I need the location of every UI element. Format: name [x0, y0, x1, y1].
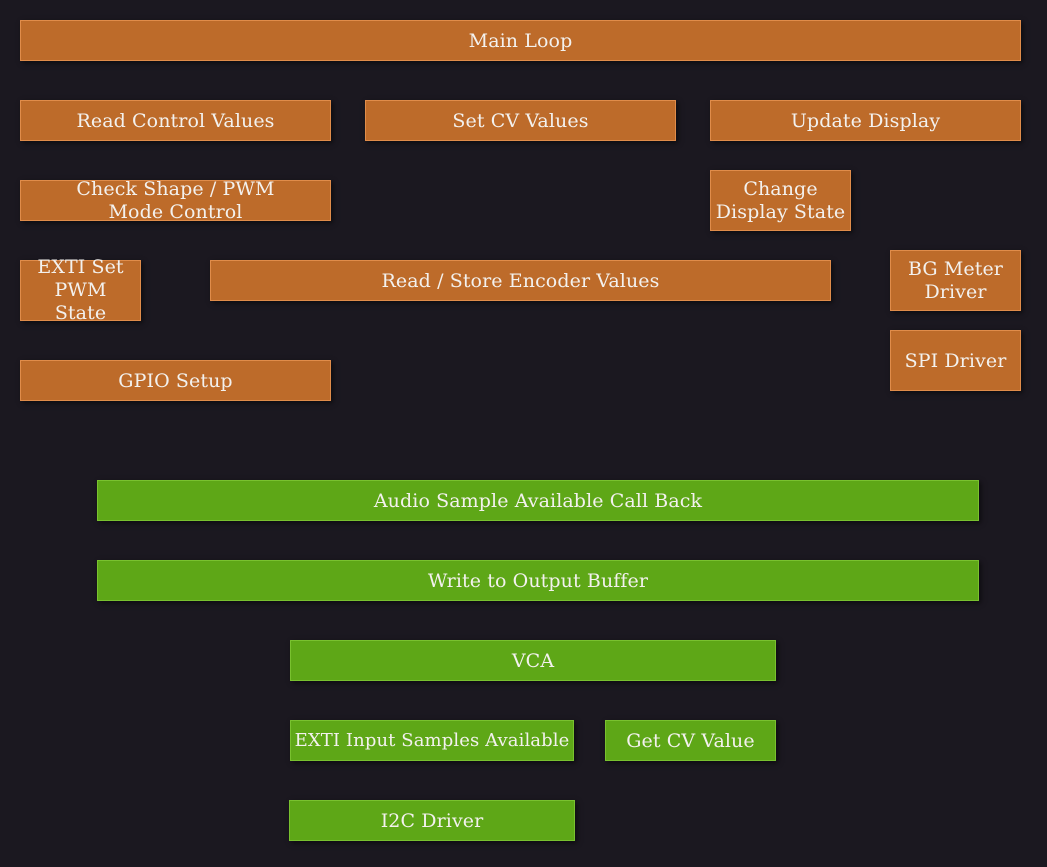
write-output-buffer-block: Write to Output Buffer	[97, 560, 979, 601]
exti-set-pwm-state-block: EXTI Set PWM State	[20, 256, 141, 324]
exti-input-samples-block: EXTI Input Samples Available	[290, 720, 574, 761]
vca-block: VCA	[290, 640, 776, 681]
spi-driver-block: SPI Driver	[890, 330, 1021, 391]
audio-sample-callback-block: Audio Sample Available Call Back	[97, 480, 979, 521]
bg-meter-driver-block: BG Meter Driver	[890, 250, 1021, 311]
main-loop-block: Main Loop	[20, 20, 1021, 61]
set-cv-values-block: Set CV Values	[365, 100, 676, 141]
change-display-state-block: Change Display State	[710, 170, 851, 231]
gpio-setup-block: GPIO Setup	[20, 360, 331, 401]
update-display-block: Update Display	[710, 100, 1021, 141]
i2c-driver-block: I2C Driver	[289, 800, 575, 841]
read-store-encoder-values-block: Read / Store Encoder Values	[210, 260, 831, 301]
get-cv-value-block: Get CV Value	[605, 720, 776, 761]
check-shape-pwm-block: Check Shape / PWM Mode Control	[20, 178, 331, 223]
read-control-values-block: Read Control Values	[20, 100, 331, 141]
